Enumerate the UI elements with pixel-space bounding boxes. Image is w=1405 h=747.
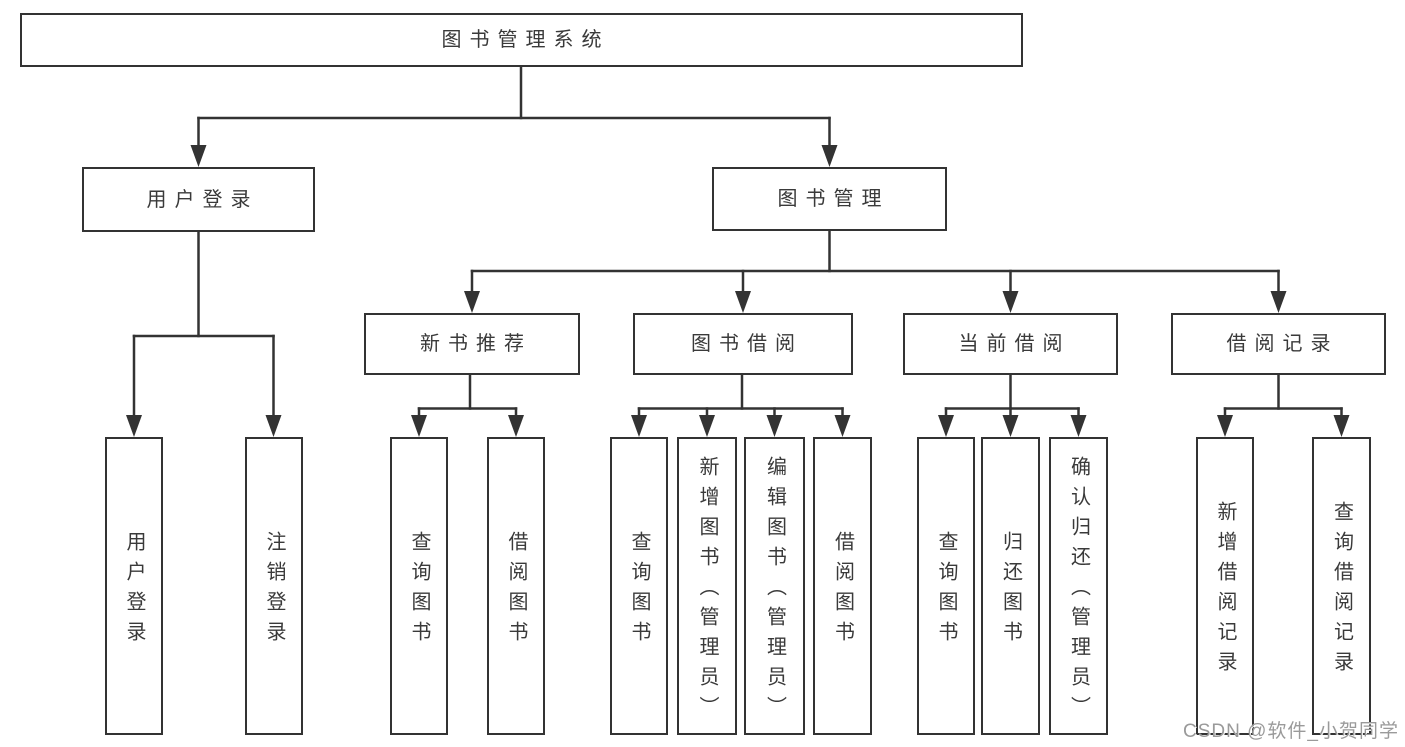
node-label: 图书借阅: [691, 333, 803, 355]
node-library-management-system: 图书管理系统: [20, 13, 1023, 67]
leaf-logout: 注销登录: [245, 437, 303, 735]
leaf-user-login: 用户登录: [105, 437, 163, 735]
node-label: 查询图书: [408, 531, 430, 651]
node-label: 借阅记录: [1226, 333, 1339, 355]
node-label: 用户登录: [123, 531, 145, 651]
csdn-watermark: CSDN @软件_小贺同学: [1183, 721, 1399, 742]
leaf-add-books-admin: 新增图书（管理员）: [677, 437, 737, 735]
leaf-return-books: 归还图书: [981, 437, 1040, 735]
node-label: 图书管理: [777, 188, 890, 210]
node-current-borrowing: 当前借阅: [903, 313, 1118, 375]
leaf-query-borrow-record: 查询借阅记录: [1312, 437, 1371, 735]
leaf-query-books-recommend: 查询图书: [390, 437, 448, 735]
node-label: 当前借阅: [958, 333, 1071, 355]
node-book-management: 图书管理: [712, 167, 947, 231]
node-book-borrowing: 图书借阅: [633, 313, 853, 375]
node-label: 用户登录: [146, 188, 259, 211]
leaf-add-borrow-record: 新增借阅记录: [1196, 437, 1254, 735]
leaf-confirm-return-admin: 确认归还（管理员）: [1049, 437, 1108, 735]
leaf-borrow-books-recommend: 借阅图书: [487, 437, 545, 735]
node-label: 新增借阅记录: [1214, 501, 1236, 681]
node-label: 注销登录: [263, 531, 285, 651]
leaf-query-books-borrow: 查询图书: [610, 437, 668, 735]
node-label: 编辑图书（管理员）: [763, 456, 786, 726]
node-label: 新增图书（管理员）: [696, 456, 718, 726]
node-label: 借阅图书: [505, 531, 527, 651]
node-label: 确认归还（管理员）: [1067, 456, 1090, 726]
node-label: 新书推荐: [420, 333, 532, 355]
node-user-login: 用户登录: [82, 167, 315, 232]
leaf-edit-books-admin: 编辑图书（管理员）: [744, 437, 805, 735]
node-label: 归还图书: [999, 531, 1022, 651]
leaf-borrow-books: 借阅图书: [813, 437, 872, 735]
node-borrowing-records: 借阅记录: [1171, 313, 1386, 375]
leaf-query-books-current: 查询图书: [917, 437, 975, 735]
node-label: 查询借阅记录: [1330, 501, 1353, 681]
node-label: 借阅图书: [831, 531, 854, 651]
arrow-down-icons: [126, 145, 1350, 437]
node-label: 图书管理系统: [441, 29, 610, 51]
node-label: 查询图书: [935, 531, 957, 651]
node-label: 查询图书: [628, 531, 650, 651]
node-new-book-recommend: 新书推荐: [364, 313, 580, 375]
